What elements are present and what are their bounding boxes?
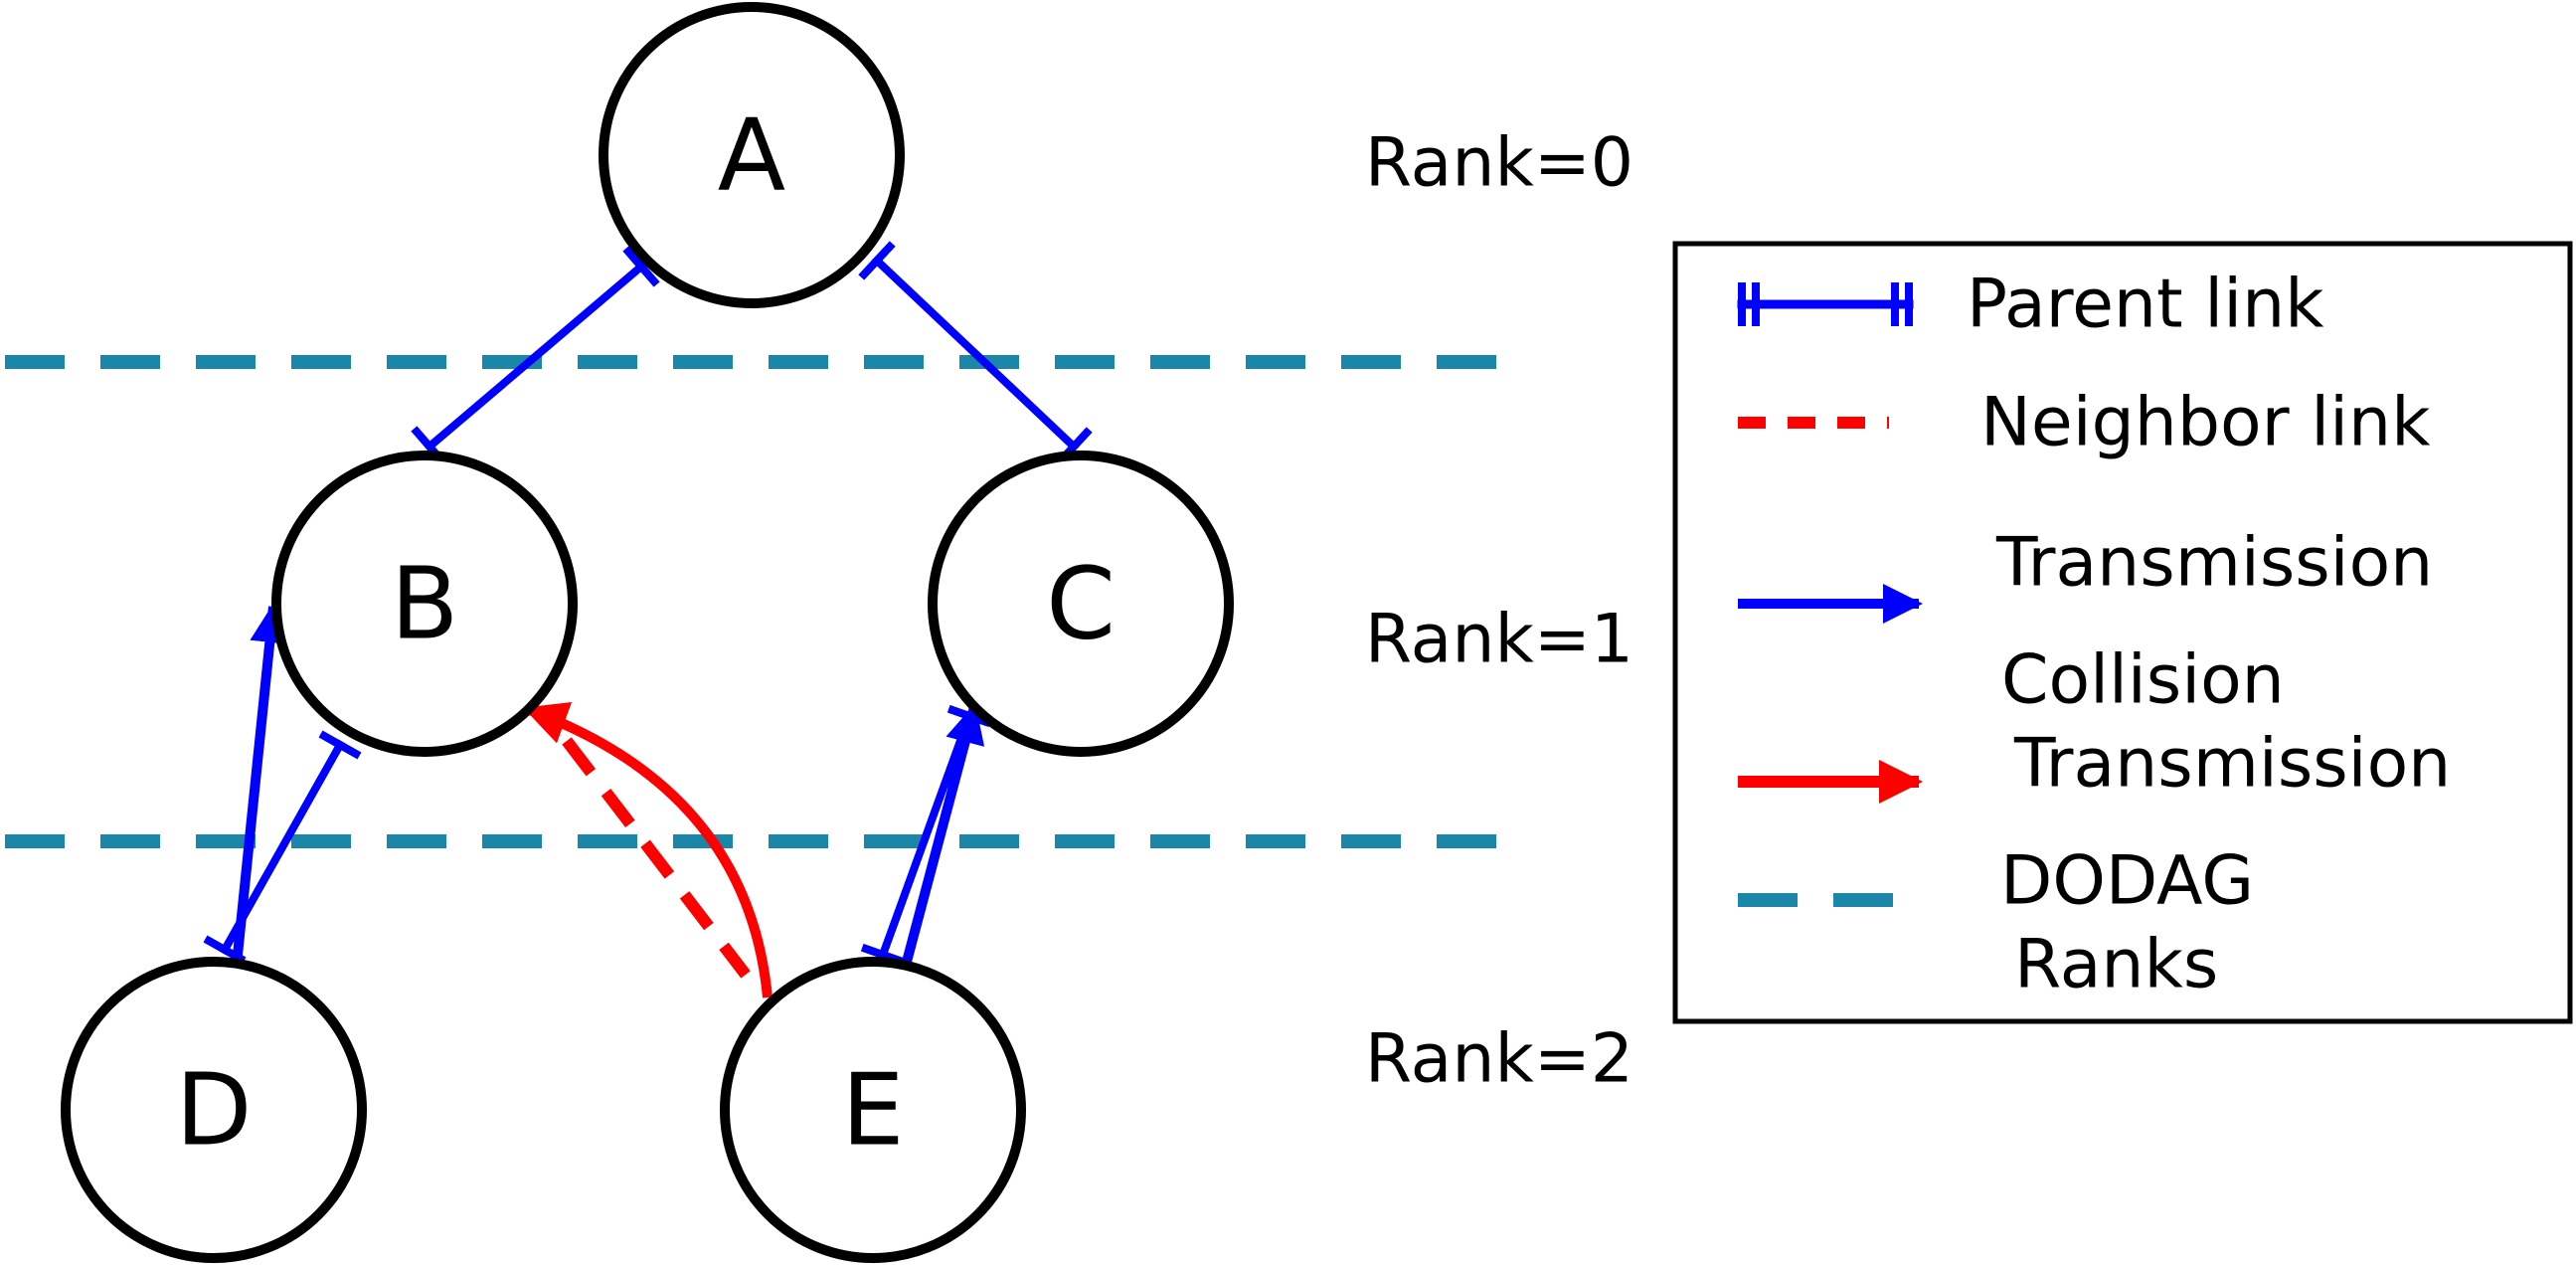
- transmission-d-b: [232, 603, 290, 966]
- rank-0-label: Rank=0: [1365, 124, 1633, 203]
- legend-dodag-label-line2: Ranks: [2014, 926, 2218, 1004]
- node-a: A: [599, 2, 905, 308]
- legend-collision-label-line1: Collision: [2001, 641, 2285, 720]
- legend: Parent link Neighbor link Transmission C…: [1672, 241, 2573, 1024]
- legend-transmission-label: Transmission: [1995, 524, 2433, 603]
- node-c-label: C: [1046, 546, 1116, 662]
- legend-box: [1672, 241, 2573, 1024]
- rank-2-label: Rank=2: [1365, 1020, 1633, 1099]
- neighbor-link-b-e: [562, 737, 751, 979]
- legend-dodag-label-line1: DODAG: [2000, 842, 2254, 921]
- node-e-label: E: [841, 1052, 904, 1169]
- node-a-label: A: [718, 97, 785, 214]
- node-d: D: [61, 957, 367, 1263]
- legend-collision-label-line2: Transmission: [2013, 725, 2451, 804]
- rank-1-label: Rank=1: [1365, 601, 1633, 679]
- node-b: B: [271, 451, 578, 757]
- parent-link-a-c: [858, 241, 1093, 466]
- node-d-label: D: [175, 1052, 252, 1169]
- node-c: C: [928, 451, 1234, 757]
- node-b-label: B: [391, 546, 459, 662]
- legend-parent-link-label: Parent link: [1967, 266, 2324, 344]
- transmission-e-c: [902, 703, 985, 964]
- node-e: E: [720, 957, 1026, 1263]
- legend-neighbor-link-label: Neighbor link: [1980, 384, 2431, 462]
- legend-parent-link-symbol: [1737, 282, 1914, 326]
- collision-transmission-e-b: [523, 702, 773, 998]
